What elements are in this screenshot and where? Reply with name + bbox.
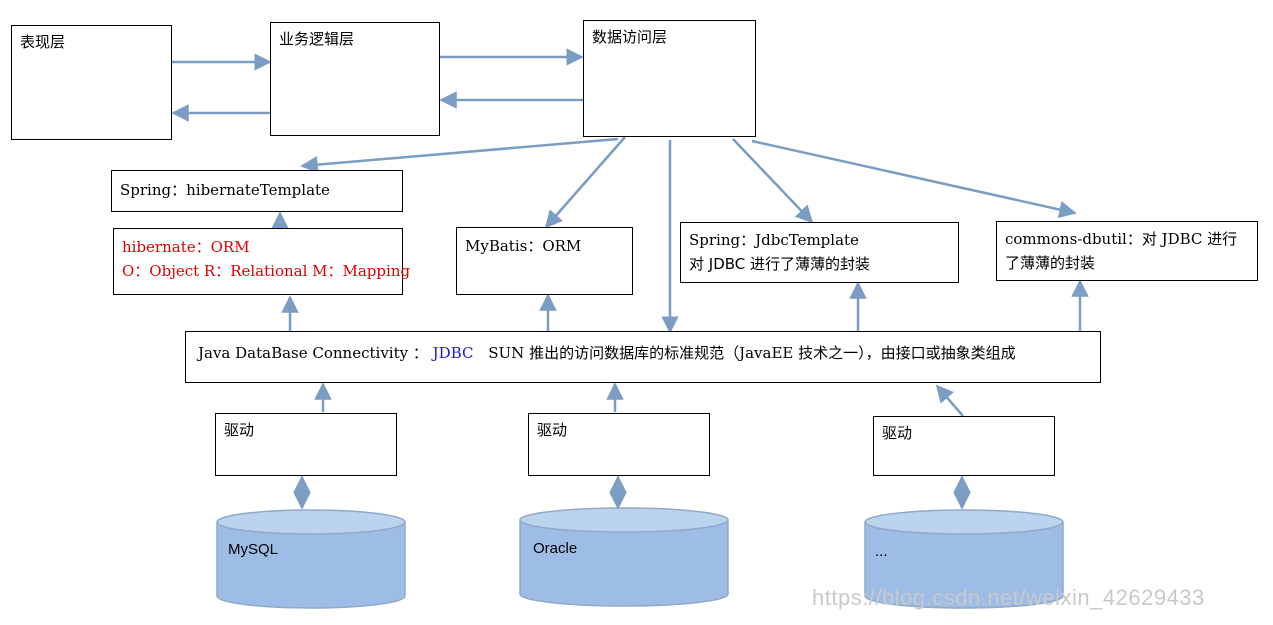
hibernate-orm-expansion: O：Object R：Relational M：Mapping: [122, 262, 411, 280]
jdbc-full-name: Java DataBase Connectivity ：: [198, 344, 428, 362]
jdbc-acronym: JDBC: [432, 344, 474, 362]
driver-label-oracle: 驱动: [537, 421, 568, 439]
spring-hibernate-template-label: Spring：hibernateTemplate: [120, 181, 330, 199]
data-access-layer-box: 数据访问层: [583, 20, 756, 137]
business-layer-label: 业务逻辑层: [279, 30, 355, 48]
arrow-dataaccess-to-spring-hibernate: [300, 137, 619, 174]
jdbc-template-box: Spring：JdbcTemplate 对 JDBC 进行了薄薄的封装: [680, 222, 959, 283]
driver-label-mysql: 驱动: [224, 421, 255, 439]
jdbc-description: SUN 推出的访问数据库的标准规范（JavaEE 技术之一），由接口或抽象类组成: [488, 344, 1016, 362]
watermark-text: https://blog.csdn.net/weixin_42629433: [812, 585, 1205, 610]
mybatis-box: MyBatis：ORM: [456, 227, 633, 295]
dbutil-box: commons-dbutil：对 JDBC 进行 了薄薄的封装: [996, 221, 1258, 281]
database-cylinder-oracle: [519, 507, 729, 607]
driver-box-oracle: 驱动: [528, 413, 710, 476]
mybatis-label: MyBatis：ORM: [465, 237, 582, 255]
data-access-layer-label: 数据访问层: [592, 28, 668, 46]
jdbc-box: Java DataBase Connectivity ： JDBC SUN 推出…: [185, 331, 1101, 383]
database-label-other: ...: [875, 543, 888, 560]
driver-box-other: 驱动: [873, 416, 1055, 476]
driver-label-other: 驱动: [882, 424, 913, 442]
arrow-dataaccess-to-mybatis: [544, 136, 626, 229]
database-label-mysql: MySQL: [228, 541, 279, 558]
presentation-layer-label: 表现层: [20, 33, 66, 51]
arrow-dataaccess-to-jdbctemplate: [732, 138, 814, 224]
database-label-oracle: Oracle: [533, 540, 578, 557]
driver-box-mysql: 驱动: [215, 413, 397, 476]
spring-hibernate-template-box: Spring：hibernateTemplate: [111, 170, 403, 212]
jdbc-template-title: Spring：JdbcTemplate: [689, 231, 859, 249]
dbutil-desc: 了薄薄的封装: [1005, 254, 1096, 272]
hibernate-box: hibernate：ORM O：Object R：Relational M：Ma…: [113, 228, 411, 295]
arrow-dataaccess-to-dbutil: [751, 139, 1077, 219]
hibernate-orm-label: hibernate：ORM: [122, 238, 250, 256]
business-layer-box: 业务逻辑层: [270, 22, 440, 136]
jdbc-template-desc: 对 JDBC 进行了薄薄的封装: [689, 255, 871, 273]
dbutil-title: commons-dbutil：对 JDBC 进行: [1005, 230, 1238, 248]
database-cylinder-other: [864, 509, 1064, 609]
arrow-driver3-to-jdbc: [935, 384, 964, 417]
presentation-layer-box: 表现层: [11, 25, 172, 140]
database-cylinder-mysql: [216, 509, 406, 609]
